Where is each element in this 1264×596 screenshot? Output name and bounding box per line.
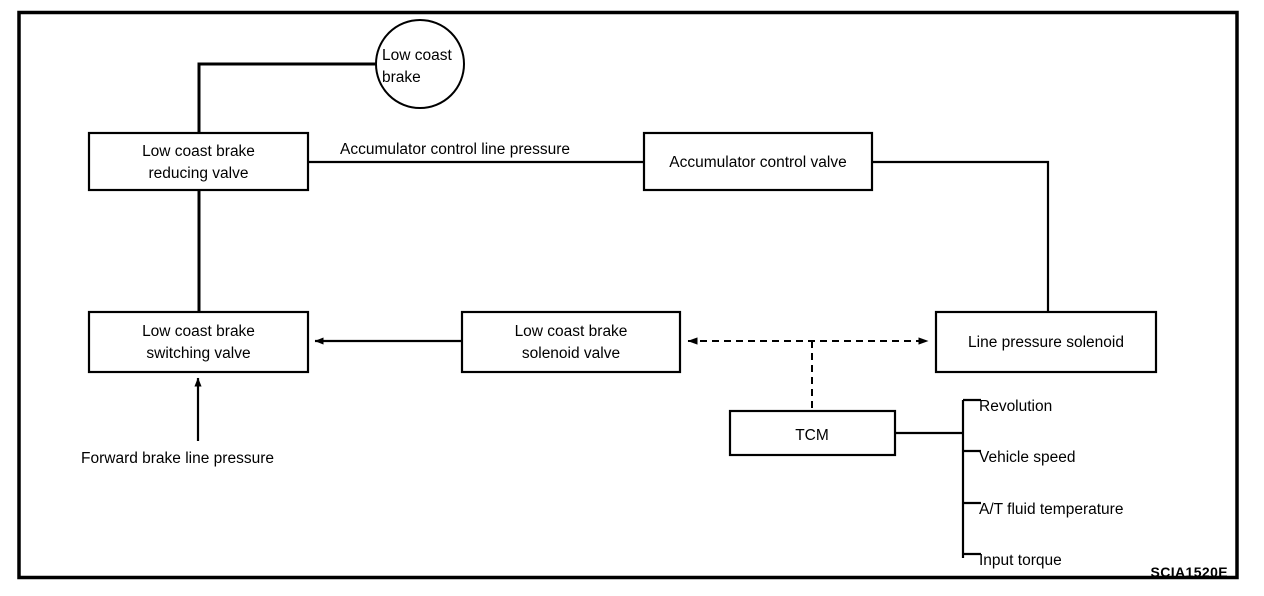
node-accumulator-control-valve — [642, 131, 874, 192]
node-solenoid-valve-label-line1: Low coast brake — [515, 323, 628, 340]
node-low-coast-brake-label-line1: Low coast — [382, 47, 452, 64]
figure-border — [17, 10, 1239, 580]
node-switching-valve-label-line2: switching valve — [146, 345, 250, 362]
node-accumulator-control-valve-label: Accumulator control valve — [669, 154, 846, 171]
link-low-coast-brake-to-reducing-valve — [197, 62, 376, 133]
node-line-pressure-solenoid-label: Line pressure solenoid — [968, 334, 1124, 351]
node-low-coast-brake — [375, 19, 465, 109]
node-tcm-label: TCM — [795, 427, 829, 444]
label-accumulator-control-line-pressure: Accumulator control line pressure — [340, 141, 570, 158]
figure-code: SCIA1520E — [1150, 564, 1228, 580]
link-accumulator-valve-to-line-pressure-solenoid — [872, 160, 1050, 312]
node-switching-valve — [87, 310, 310, 374]
node-reducing-valve — [87, 131, 310, 192]
label-forward-brake-line-pressure: Forward brake line pressure — [81, 450, 274, 467]
tcm-input-label-at-fluid-temperature: A/T fluid temperature — [979, 501, 1123, 518]
node-low-coast-brake-label-line2: brake — [382, 69, 421, 86]
tcm-input-label-revolution: Revolution — [979, 398, 1052, 415]
node-line-pressure-solenoid — [934, 310, 1158, 374]
node-tcm — [728, 409, 897, 457]
node-solenoid-valve-label-line2: solenoid valve — [522, 345, 620, 362]
node-switching-valve-label-line1: Low coast brake — [142, 323, 255, 340]
tcm-input-label-vehicle-speed: Vehicle speed — [979, 449, 1076, 466]
node-reducing-valve-label-line2: reducing valve — [149, 165, 249, 182]
node-solenoid-valve — [460, 310, 682, 374]
node-reducing-valve-label-line1: Low coast brake — [142, 143, 255, 160]
tcm-input-label-input-torque: Input torque — [979, 552, 1062, 569]
